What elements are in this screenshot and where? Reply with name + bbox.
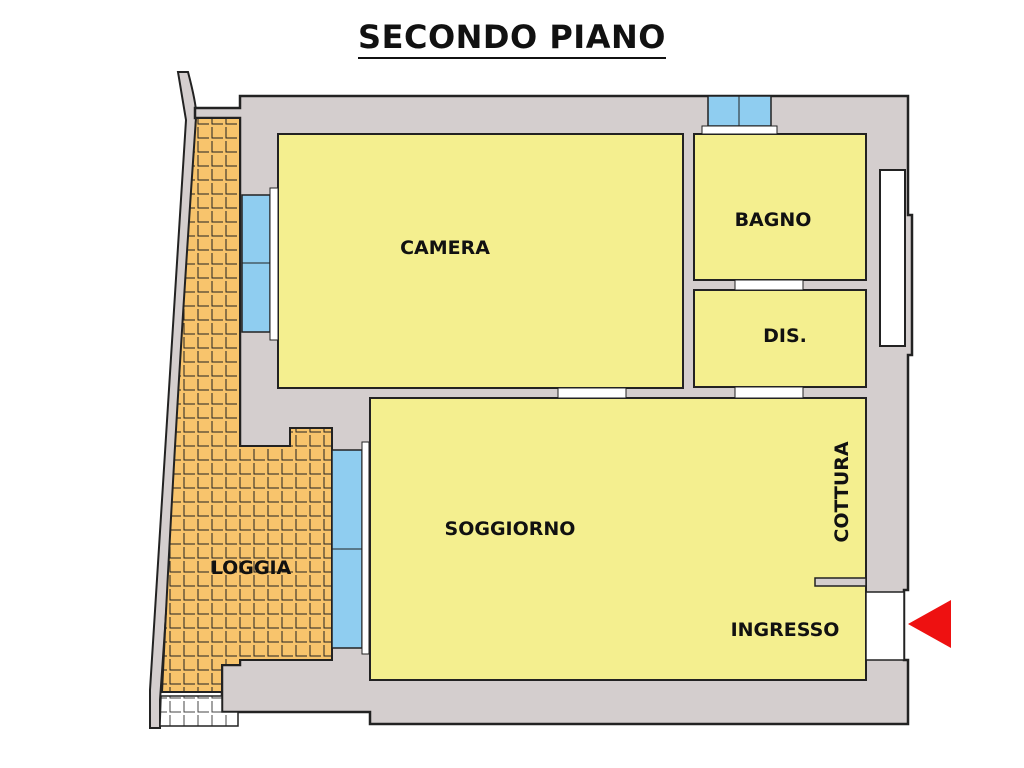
label-camera: CAMERA: [400, 237, 490, 259]
window-east: [879, 169, 906, 347]
label-dis: DIS.: [763, 325, 807, 347]
label-loggia: LOGGIA: [211, 557, 292, 579]
room-soggiorno: [369, 397, 867, 681]
cottura-partition: [814, 577, 867, 587]
door-camera-soggiorno: [557, 387, 627, 399]
plan-title-text: SECONDO PIANO: [358, 18, 666, 59]
loggia-area: [160, 117, 333, 693]
label-soggiorno: SOGGIORNO: [445, 518, 576, 540]
door-bagno-dis: [734, 279, 804, 291]
room-camera: [277, 133, 684, 389]
entrance-arrow-icon: [908, 600, 951, 648]
entrance-door: [865, 591, 905, 661]
door-dis-soggiorno: [734, 386, 804, 399]
label-cottura: COTTURA: [831, 441, 853, 543]
lower-terrace-tiles: [159, 695, 239, 727]
label-ingresso: INGRESSO: [731, 619, 840, 641]
room-bagno: [693, 133, 867, 281]
plan-title: SECONDO PIANO: [0, 18, 1024, 59]
label-bagno: BAGNO: [735, 209, 812, 231]
